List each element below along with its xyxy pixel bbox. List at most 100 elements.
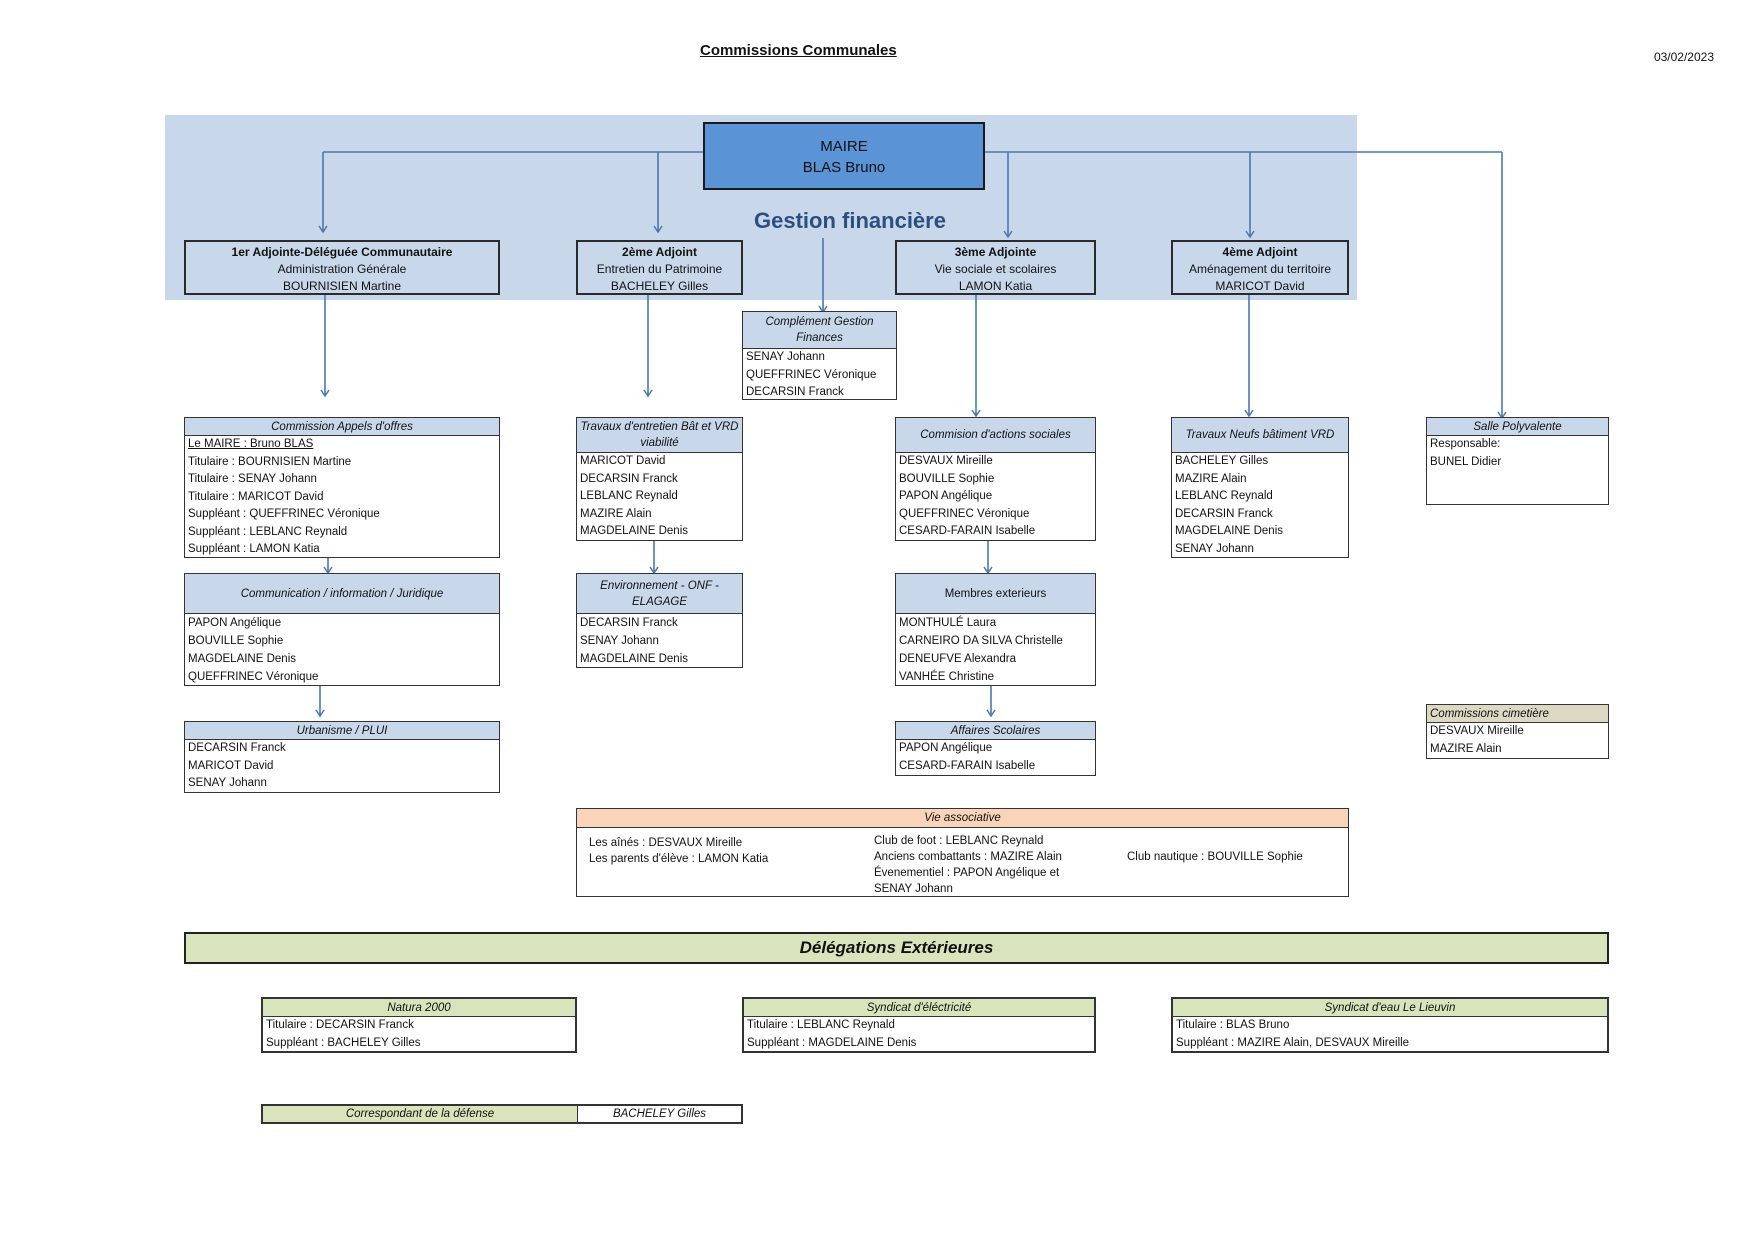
- member-row: DECARSIN Franck: [1175, 507, 1273, 520]
- member-row: VANHÉE Christine: [899, 671, 995, 683]
- member-row: MARICOT David: [580, 455, 666, 467]
- vie-item: Club nautique : BOUVILLE Sophie: [1127, 851, 1303, 863]
- member-row: MAZIRE Alain: [1430, 742, 1502, 755]
- box-header: Travaux Neufs bâtiment VRD: [1172, 418, 1348, 453]
- member-row: MAGDELAINE Denis: [1175, 525, 1284, 537]
- adjoint-4-box: 4ème Adjoint Aménagement du territoire M…: [1171, 240, 1349, 295]
- box-header: Affaires Scolaires: [896, 722, 1095, 740]
- adjoint-name: BACHELEY Gilles: [610, 279, 709, 293]
- vie-item: Les parents d'élève : LAMON Katia: [589, 853, 769, 865]
- environnement-box: Environnement - ONF - ELAGAGE DECARSIN F…: [576, 573, 743, 668]
- vie-col-3: Club nautique : BOUVILLE Sophie: [1127, 849, 1303, 865]
- gestion-financiere-title: Gestion financière: [754, 208, 946, 233]
- defense-label: Correspondant de la défense: [263, 1106, 578, 1122]
- vie-col-2: Club de foot : LEBLANC Reynald Anciens c…: [874, 833, 1062, 897]
- member-row: DESVAUX Mireille: [899, 455, 993, 467]
- box-header: Complément Gestion Finances: [743, 312, 896, 349]
- member-row: SENAY Johann: [746, 351, 825, 363]
- member-row: SENAY Johann: [1175, 542, 1254, 555]
- member-row: DESVAUX Mireille: [1430, 725, 1524, 737]
- member-row: DENEUFVE Alexandra: [899, 653, 1016, 665]
- adjoint-role: 3ème Adjointe: [954, 245, 1037, 259]
- member-row: Titulaire : BLAS Bruno: [1176, 1019, 1290, 1031]
- vie-item: Club de foot : LEBLANC Reynald: [874, 835, 1044, 847]
- member-row: BOUVILLE Sophie: [899, 472, 995, 485]
- vie-associative-box: Vie associative Les aînés : DESVAUX Mire…: [576, 808, 1349, 897]
- member-row: MAZIRE Alain: [580, 507, 652, 520]
- adjoint-2-box: 2ème Adjoint Entretien du Patrimoine BAC…: [576, 240, 743, 295]
- box-header: Commissions cimetière: [1427, 705, 1608, 723]
- box-header: Commission Appels d'offres: [185, 418, 499, 436]
- adjoint-role: 1er Adjointe-Déléguée Communautaire: [231, 245, 453, 259]
- member-row: MAGDELAINE Denis: [188, 653, 297, 665]
- box-header: Syndicat d'eau Le Lieuvin: [1173, 999, 1607, 1017]
- member-row: Suppléant : LEBLANC Reynald: [188, 525, 348, 538]
- adjoint-1-box: 1er Adjointe-Déléguée Communautaire Admi…: [184, 240, 500, 295]
- adjoint-domain: Administration Générale: [277, 262, 407, 276]
- adjoint-domain: Vie sociale et scolaires: [934, 262, 1057, 276]
- member-row: PAPON Angélique: [899, 490, 993, 502]
- member-row: QUEFFRINEC Véronique: [188, 671, 319, 683]
- box-header: Salle Polyvalente: [1427, 418, 1608, 436]
- member-row: Suppléant : MAGDELAINE Denis: [747, 1036, 917, 1049]
- vie-item: Les aînés : DESVAUX Mireille: [589, 837, 743, 849]
- box-header: Urbanisme / PLUI: [185, 722, 499, 740]
- member-row: Titulaire : SENAY Johann: [188, 473, 317, 485]
- affaires-scolaires-box: Affaires Scolaires PAPON Angélique CESAR…: [895, 721, 1096, 776]
- member-row: DECARSIN Franck: [580, 472, 678, 485]
- member-row: CARNEIRO DA SILVA Christelle: [899, 635, 1063, 647]
- member-row: MONTHULÉ Laura: [899, 617, 997, 629]
- appels-offres-box: Commission Appels d'offres Le MAIRE : Br…: [184, 417, 500, 558]
- vie-col-1: Les aînés : DESVAUX Mireille Les parents…: [589, 835, 768, 867]
- urbanisme-box: Urbanisme / PLUI DECARSIN Franck MARICOT…: [184, 721, 500, 793]
- adjoint-domain: Entretien du Patrimoine: [596, 262, 723, 276]
- travaux-entretien-box: Travaux d'entretien Bât et VRD viabilité…: [576, 417, 743, 541]
- member-row: Titulaire : LEBLANC Reynald: [747, 1019, 895, 1031]
- adjoint-role: 2ème Adjoint: [622, 245, 697, 259]
- electricite-box: Syndicat d'éléctricité Titulaire : LEBLA…: [742, 997, 1096, 1053]
- box-header: Membres exterieurs: [896, 574, 1095, 614]
- member-row: DECARSIN Franck: [746, 386, 844, 398]
- member-row: Le MAIRE : Bruno BLAS: [188, 438, 314, 450]
- member-row: Responsable:: [1430, 438, 1501, 450]
- member-row: QUEFFRINEC Véronique: [899, 507, 1030, 520]
- member-row: MAGDELAINE Denis: [580, 525, 689, 537]
- member-row: Suppléant : LAMON Katia: [188, 543, 320, 555]
- natura-box: Natura 2000 Titulaire : DECARSIN Franck …: [261, 997, 577, 1053]
- actions-sociales-box: Commision d'actions sociales DESVAUX Mir…: [895, 417, 1096, 541]
- adjoint-3-box: 3ème Adjointe Vie sociale et scolaires L…: [895, 240, 1096, 295]
- member-row: PAPON Angélique: [188, 617, 282, 629]
- member-row: MAZIRE Alain: [1175, 472, 1247, 485]
- member-row: Suppléant : QUEFFRINEC Véronique: [188, 508, 380, 520]
- box-header: Commision d'actions sociales: [896, 418, 1095, 453]
- cimetiere-box: Commissions cimetière DESVAUX Mireille M…: [1426, 704, 1609, 759]
- vie-item: Évenementiel : PAPON Angélique et: [874, 867, 1060, 879]
- box-header: Environnement - ONF - ELAGAGE: [577, 574, 742, 614]
- box-header: Communication / information / Juridique: [185, 574, 499, 614]
- member-row: BUNEL Didier: [1430, 455, 1502, 468]
- maire-title: MAIRE: [820, 138, 868, 155]
- member-row: MARICOT David: [188, 759, 274, 772]
- complement-gestion-box: Complément Gestion Finances SENAY Johann…: [742, 311, 897, 400]
- member-row: Suppléant : MAZIRE Alain, DESVAUX Mireil…: [1176, 1036, 1410, 1049]
- page-title: Commissions Communales: [700, 42, 897, 59]
- eau-box: Syndicat d'eau Le Lieuvin Titulaire : BL…: [1171, 997, 1609, 1053]
- member-row: Suppléant : BACHELEY Gilles: [266, 1036, 421, 1049]
- member-row: SENAY Johann: [580, 635, 659, 647]
- box-header: Travaux d'entretien Bât et VRD viabilité: [577, 418, 742, 453]
- communication-box: Communication / information / Juridique …: [184, 573, 500, 686]
- adjoint-domain: Aménagement du territoire: [1188, 262, 1332, 276]
- box-header: Syndicat d'éléctricité: [744, 999, 1094, 1017]
- date-label: 03/02/2023: [1653, 50, 1714, 64]
- member-row: MAGDELAINE Denis: [580, 653, 689, 665]
- member-row: PAPON Angélique: [899, 742, 993, 754]
- member-row: CESARD-FARAIN Isabelle: [899, 525, 1036, 537]
- adjoint-name: MARICOT David: [1215, 279, 1305, 293]
- maire-name: BLAS Bruno: [802, 159, 886, 176]
- adjoint-name: LAMON Katia: [958, 279, 1033, 293]
- vie-item: SENAY Johann: [874, 883, 953, 895]
- travaux-neufs-box: Travaux Neufs bâtiment VRD BACHELEY Gill…: [1171, 417, 1349, 558]
- box-header: Natura 2000: [263, 999, 575, 1017]
- vie-item: Anciens combattants : MAZIRE Alain: [874, 851, 1062, 863]
